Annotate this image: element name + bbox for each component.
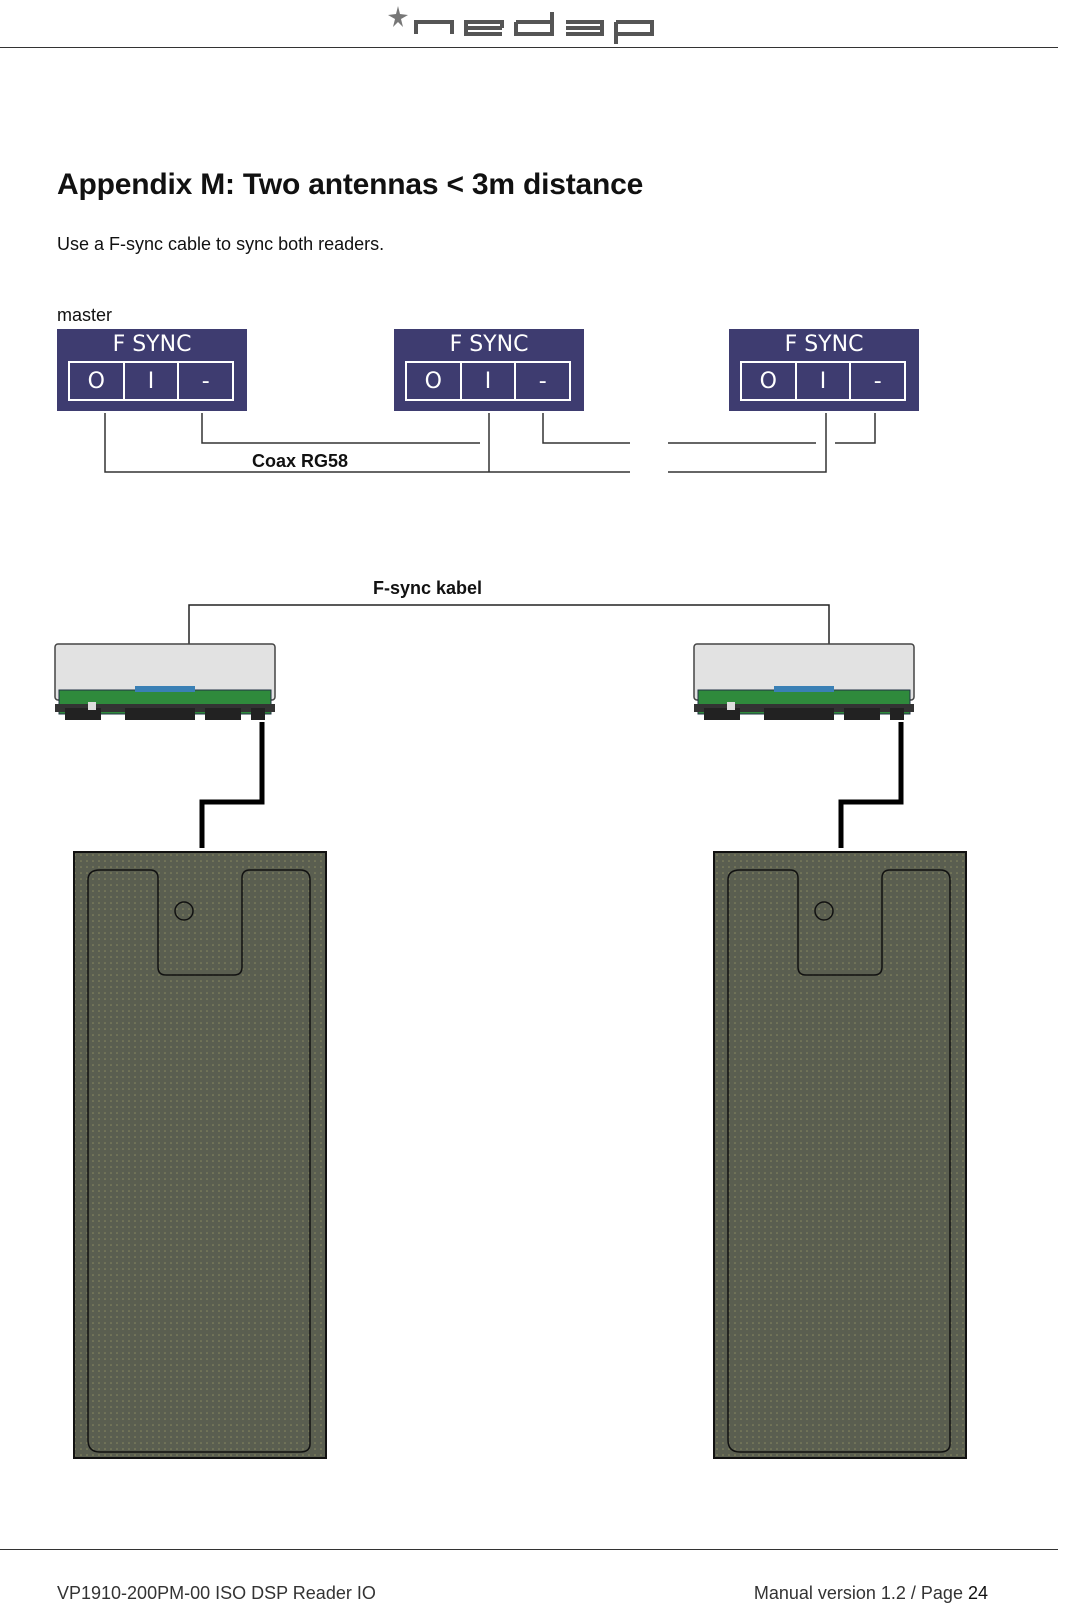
fsync-terminal-o: O xyxy=(759,368,777,394)
coax-label: Coax RG58 xyxy=(252,451,349,471)
footer-doc-id: VP1910-200PM-00 ISO DSP Reader IO xyxy=(57,1583,376,1603)
reader-right xyxy=(693,643,915,720)
antenna-connector-icon xyxy=(814,901,834,921)
intro-text: Use a F-sync cable to sync both readers. xyxy=(57,234,385,254)
header-rule xyxy=(0,47,1058,48)
fsync-terminal-minus: - xyxy=(849,363,904,399)
fsync-box-slave: F SYNC O I - xyxy=(729,329,919,411)
coax-outer-wire xyxy=(104,413,630,473)
fsync-terminal-i: I xyxy=(794,363,850,399)
fsync-cable xyxy=(188,604,830,710)
fsync-terminals: O I - xyxy=(68,361,234,401)
fsync-terminal-minus: - xyxy=(177,363,232,399)
fsync-title: F SYNC xyxy=(112,332,192,357)
nedap-logo xyxy=(388,6,654,44)
reader-left xyxy=(54,643,276,720)
fsync-terminals: O I - xyxy=(740,361,906,401)
fsync-cable-label: F-sync kabel xyxy=(373,578,483,598)
fsync-terminals: O I - xyxy=(405,361,571,401)
fsync-box-master: F SYNC O I - xyxy=(57,329,247,411)
fsync-title: F SYNC xyxy=(784,332,864,357)
star-icon xyxy=(388,6,408,27)
fsync-title: F SYNC xyxy=(449,332,529,357)
antenna-connector-icon xyxy=(174,901,194,921)
coax-inner-wire xyxy=(201,413,480,444)
fsync-terminal-i: I xyxy=(459,363,515,399)
antenna-right xyxy=(713,851,967,1459)
footer-page-number: 24 xyxy=(967,1583,988,1603)
coax-wiring xyxy=(104,413,876,473)
fsync-terminal-i: I xyxy=(122,363,178,399)
fsync-box-middle: F SYNC O I - xyxy=(394,329,584,411)
antenna-cable-left xyxy=(199,722,265,848)
antenna-left xyxy=(73,851,327,1459)
fsync-terminal-o: O xyxy=(424,368,442,394)
fsync-terminal-o: O xyxy=(87,368,105,394)
fsync-terminal-minus: - xyxy=(514,363,569,399)
page-title: Appendix M: Two antennas < 3m distance xyxy=(57,168,644,201)
footer-rule xyxy=(0,1549,1058,1550)
footer-version: Manual version 1.2 / Page 24 xyxy=(754,1583,988,1604)
footer-version-text: Manual version 1.2 / Page xyxy=(753,1583,968,1603)
antenna-cable-right xyxy=(838,722,904,848)
master-label: master xyxy=(57,305,113,325)
